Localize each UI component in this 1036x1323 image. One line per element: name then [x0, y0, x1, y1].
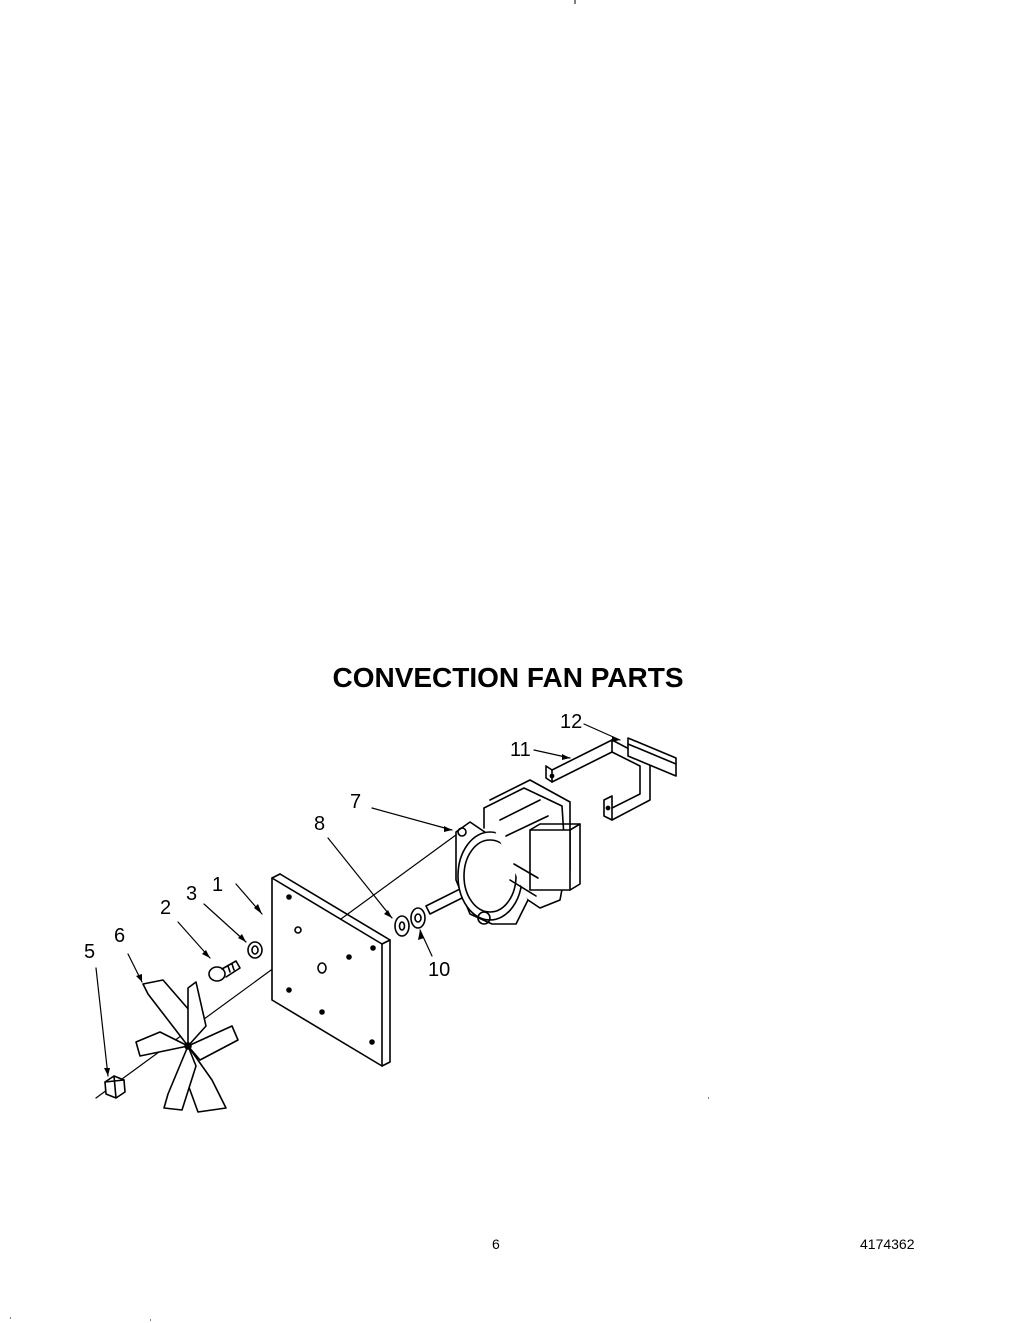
nut: [104, 1075, 126, 1099]
callout-1: 1: [212, 874, 223, 896]
callout-7: 7: [350, 791, 361, 813]
callout-3: 3: [186, 883, 197, 905]
scan-marks: [10, 0, 709, 1321]
callout-2: 2: [160, 897, 171, 919]
callout-10: 10: [428, 959, 450, 981]
document-number: 4174362: [860, 1236, 915, 1252]
fan-blade: [135, 979, 239, 1113]
callout-labels: 1 2 3 5 6 7 8 10 11 12: [84, 711, 582, 981]
page-number: 6: [492, 1236, 500, 1252]
diagram-title: CONVECTION FAN PARTS: [332, 662, 684, 693]
washer-pair: [394, 907, 426, 937]
callout-6: 6: [114, 925, 125, 947]
insulation-pad: [627, 737, 677, 777]
callout-11: 11: [510, 739, 531, 761]
callout-8: 8: [314, 813, 325, 835]
mounting-plate: [271, 873, 391, 1067]
callout-12: 12: [560, 711, 582, 733]
screw: [208, 960, 241, 982]
washer: [247, 941, 263, 959]
leader-arrowheads: [104, 736, 620, 1076]
callout-5: 5: [84, 941, 95, 963]
fan-motor: [455, 779, 581, 925]
